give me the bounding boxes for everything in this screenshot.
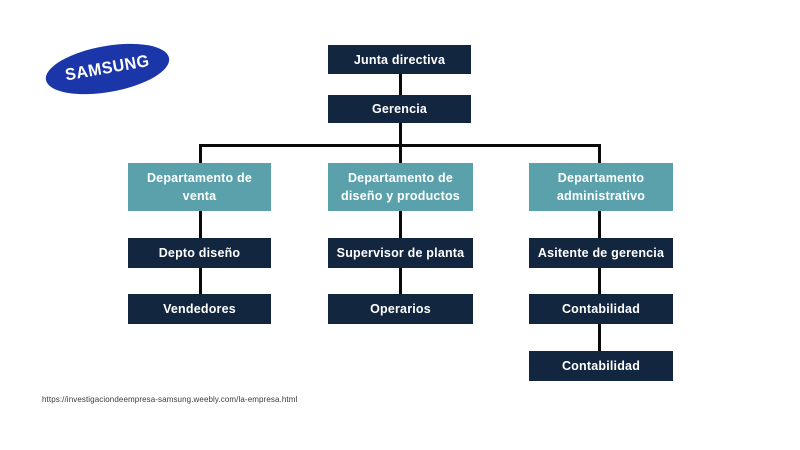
node-depto-diseno: Depto diseño <box>128 238 271 268</box>
node-asistente-gerencia: Asitente de gerencia <box>529 238 673 268</box>
source-url: https://investigaciondeempresa-samsung.w… <box>42 395 298 404</box>
node-operarios: Operarios <box>328 294 473 324</box>
connector-supervisor-operarios <box>399 267 402 294</box>
node-contabilidad-2: Contabilidad <box>529 351 673 381</box>
samsung-logo-text: SAMSUNG <box>63 52 151 85</box>
node-supervisor-planta: Supervisor de planta <box>328 238 473 268</box>
samsung-logo: SAMSUNG <box>41 35 174 103</box>
node-departamento-diseno-productos: Departamento de diseño y productos <box>328 163 473 211</box>
node-junta-directiva: Junta directiva <box>328 45 471 74</box>
connector-drop-admin <box>598 144 601 163</box>
connector-diseno-supervisor <box>399 210 402 238</box>
connector-admin-asistente <box>598 210 601 239</box>
connector-drop-venta <box>199 144 202 163</box>
connector-gerencia-branchbar <box>399 123 402 146</box>
node-gerencia: Gerencia <box>328 95 471 123</box>
connector-contabilidad-contabilidad <box>598 322 601 351</box>
node-vendedores: Vendedores <box>128 294 271 324</box>
connector-drop-diseno <box>399 144 402 163</box>
node-departamento-administrativo: Departamento administrativo <box>529 163 673 211</box>
node-departamento-venta: Departamento de venta <box>128 163 271 211</box>
connector-junta-gerencia <box>399 74 402 95</box>
node-contabilidad-1: Contabilidad <box>529 294 673 324</box>
connector-asistente-contabilidad <box>598 267 601 294</box>
connector-venta-depto <box>199 210 202 238</box>
connector-depto-vendedores <box>199 267 202 294</box>
